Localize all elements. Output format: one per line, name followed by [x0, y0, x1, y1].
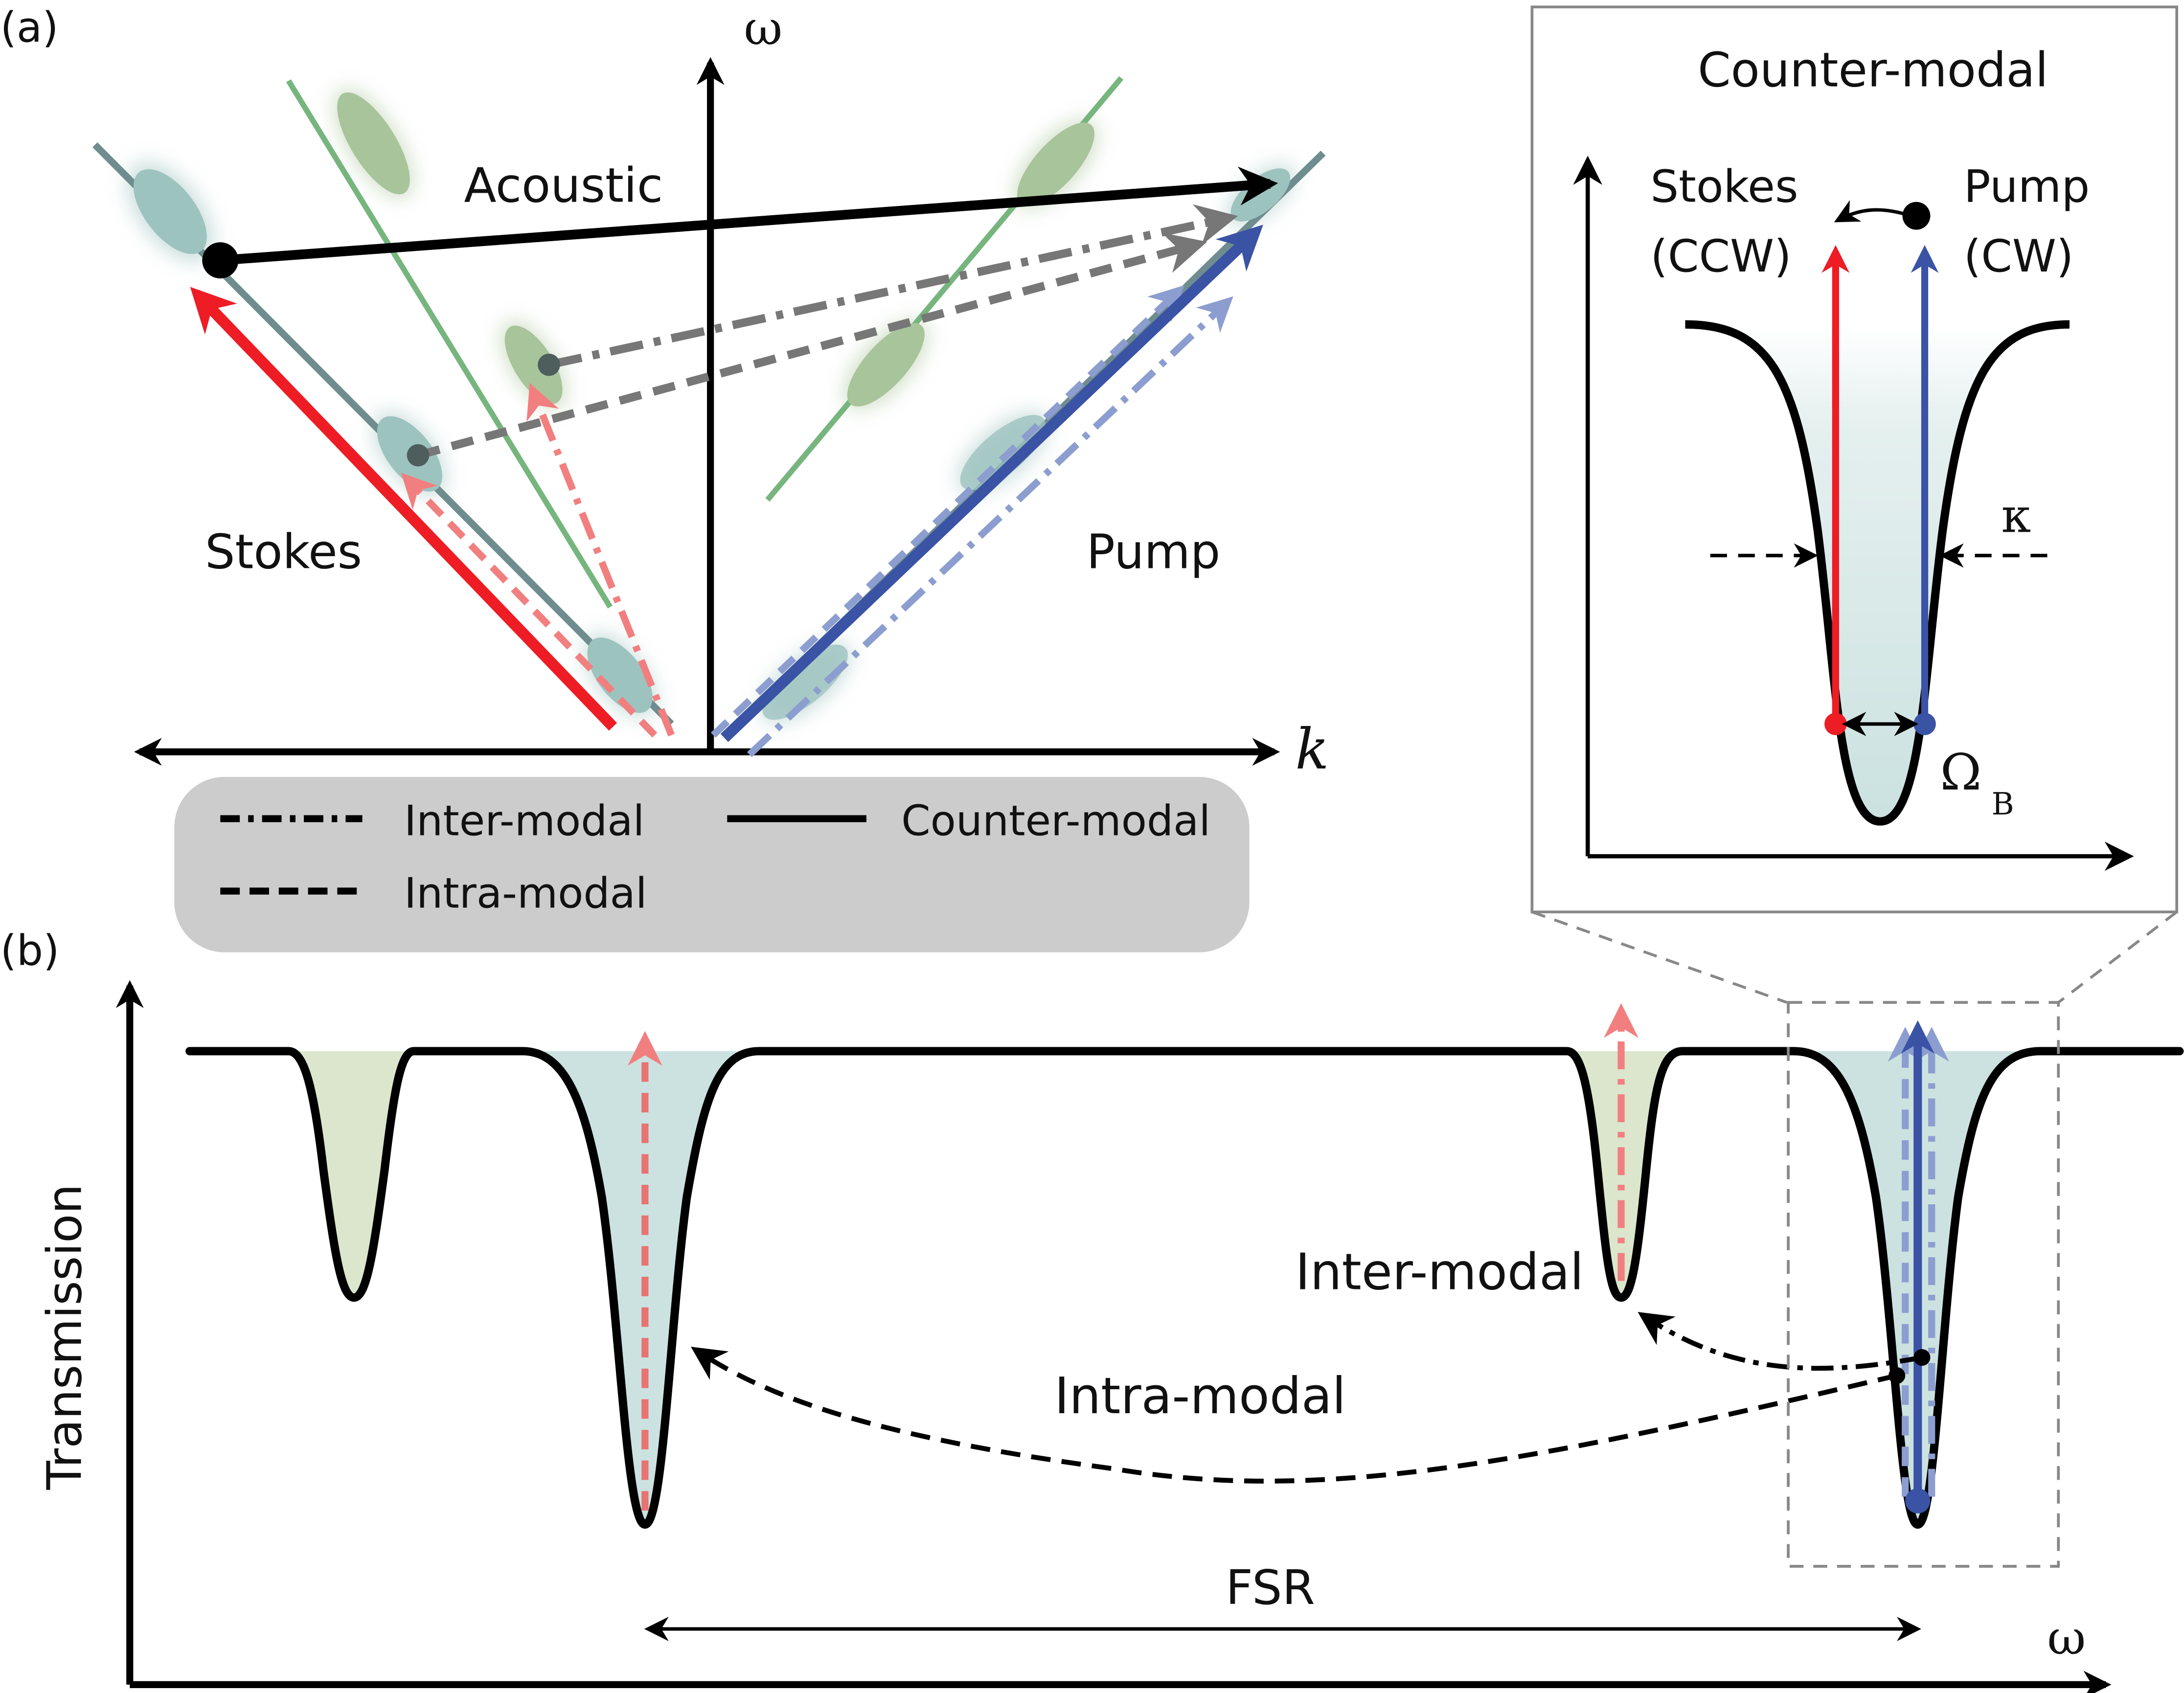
legend-intra-label: Intra-modal: [404, 870, 647, 918]
pump-label: Pump: [1087, 524, 1221, 579]
inter-modal-pump-arrow: [747, 296, 1233, 757]
inset-pump-label: Pump: [1964, 161, 2090, 213]
panel-b-label: (b): [0, 926, 60, 975]
transmission-label: Transmission: [37, 1184, 92, 1490]
inter-modal-acoustic-arrow: [548, 204, 1238, 369]
counter-modal-dot: [202, 242, 239, 279]
zoom-connector-left: [1531, 910, 1788, 1004]
inter-modal-scatter-dot: [1913, 1349, 1931, 1366]
panel-a: (a): [0, 0, 1329, 952]
inset-stokes-label: Stokes: [1650, 161, 1798, 213]
stokes-label: Stokes: [205, 524, 362, 579]
k-axis-label: k: [1296, 717, 1329, 782]
pump-dot-b: [1905, 1488, 1931, 1513]
intra-modal-pump-arrow: [710, 285, 1185, 738]
intermodal-resonance-fill-left: [288, 1051, 414, 1298]
inset-pump-dir: (CW): [1964, 230, 2074, 282]
intra-modal-dot: [407, 444, 430, 467]
legend-box: [174, 777, 1250, 952]
intra-modal-label: Intra-modal: [1054, 1367, 1346, 1425]
legend-counter-label: Counter-modal: [901, 797, 1210, 846]
zoom-region-box: [1787, 1001, 2060, 1568]
omega-b-subscript: B: [1992, 786, 2014, 822]
counter-modal-acoustic-arrow: [220, 166, 1278, 266]
inter-modal-stokes-arrow: [526, 383, 675, 737]
inter-modal-label: Inter-modal: [1296, 1243, 1584, 1302]
inset-pump-dot: [1913, 713, 1936, 735]
intra-modal-acoustic-arrow: [417, 232, 1207, 459]
scatter-arrow: [1834, 200, 1911, 223]
intermodal-resonance-fill-right: [1567, 1051, 1683, 1298]
omega-b-label: Ω: [1940, 744, 1981, 802]
acoustic-dispersion-line-left: [286, 79, 613, 609]
inter-modal-dot: [538, 353, 560, 376]
scatter-dot: [1902, 202, 1931, 230]
inset-resonance-fill: [1685, 324, 2070, 822]
zoom-connector-right: [2057, 911, 2178, 1004]
inset-stokes-dot: [1824, 713, 1847, 735]
counter-modal-stokes-arrow: [190, 287, 617, 731]
panel-a-label: (a): [0, 3, 59, 52]
inset-stokes-dir: (CCW): [1650, 230, 1791, 282]
resonance-fill-left: [522, 1051, 759, 1525]
inset-resonance-curve: [1685, 320, 2070, 826]
panel-b: (b) Transmission ω Inter-modal Intra-mod…: [0, 926, 2184, 1693]
inter-modal-scatter-arrow: [1638, 1311, 1923, 1371]
counter-modal-inset: Counter-modal Stokes (CCW) Pump (CW) κ Ω…: [1530, 5, 2179, 914]
acoustic-label: Acoustic: [464, 158, 663, 213]
omega-axis-b-label: ω: [2048, 1610, 2086, 1665]
kappa-label: κ: [2002, 488, 2031, 543]
legend-inter-label: Inter-modal: [404, 797, 644, 846]
fsr-label: FSR: [1226, 1560, 1315, 1615]
inset-title: Counter-modal: [1698, 42, 2048, 97]
counter-modal-pump-arrow: [720, 225, 1263, 742]
intra-modal-scatter-dot: [1888, 1367, 1906, 1384]
omega-axis-label: ω: [744, 0, 782, 56]
intra-modal-scatter-arrow: [691, 1347, 1898, 1484]
legend: Inter-modal Intra-modal Counter-modal: [174, 777, 1250, 952]
